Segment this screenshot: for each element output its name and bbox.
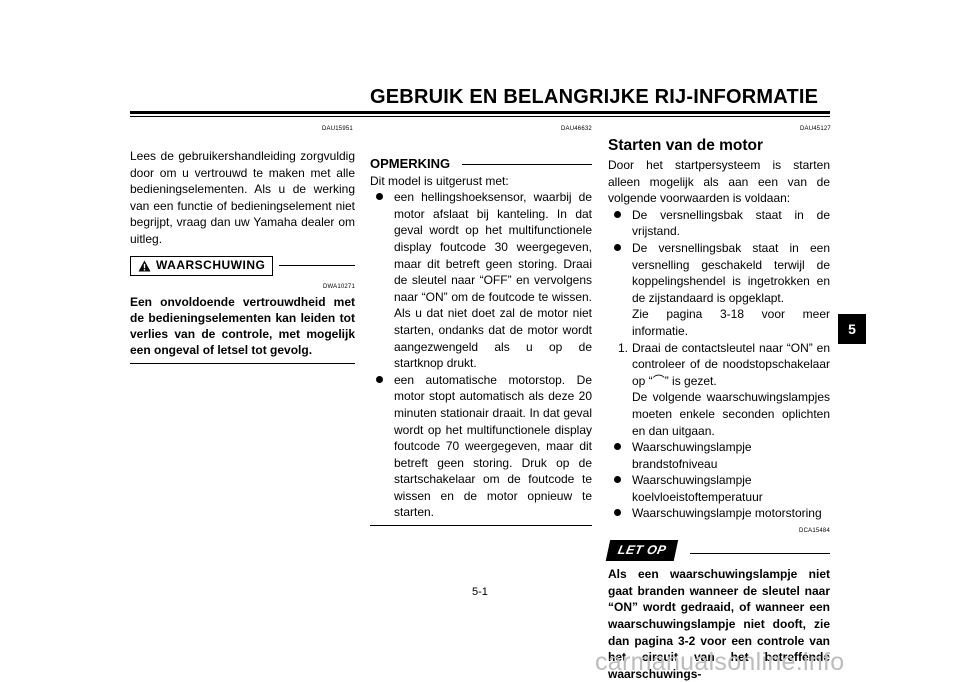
warning-end-rule <box>130 363 355 365</box>
note-header: OPMERKING <box>370 156 592 173</box>
section-code: DAU45127 <box>800 126 831 132</box>
list-item: een hellingshoeksensor, waarbij de motor… <box>370 189 592 372</box>
step-number: 1. <box>618 340 629 355</box>
list-item: een automatische motorstop. De motor sto… <box>370 372 592 521</box>
condition-list: De versnellingsbak staat in de vrijstand… <box>608 207 830 340</box>
warning-header: WAARSCHUWING <box>130 255 355 276</box>
list-item-text: De versnellingsbak staat in een versnell… <box>632 240 830 305</box>
list-item: Waarschuwingslampje brandstofniveau <box>608 439 830 472</box>
right-column: Starten van de motor Door het startpersy… <box>605 136 830 682</box>
left-column: Lees de gebruikershandleiding zorgvuldig… <box>130 148 355 365</box>
warning-line <box>279 265 355 267</box>
section-title: Starten van de motor <box>608 137 764 154</box>
list-item: Waarschuwingslampje koelvloeistoftempera… <box>608 472 830 505</box>
list-item-note: Zie pagina 3-18 voor meer informatie. <box>632 307 830 338</box>
engine-stop-symbol-icon: ⌒ <box>652 373 665 388</box>
warning-triangle-icon <box>138 260 151 272</box>
step-text-end: ” is gezet. <box>664 373 717 388</box>
start-intro: Door het startpersysteem is starten alle… <box>608 158 830 206</box>
step-list: 1. Draai de contactsleutel naar “ON” en … <box>608 340 830 440</box>
header-rule <box>130 111 830 114</box>
warning-badge: WAARSCHUWING <box>130 255 274 276</box>
list-item: De versnellingsbak staat in de vrijstand… <box>608 207 830 240</box>
section-code: DAU46632 <box>561 126 592 132</box>
warning-label: WAARSCHUWING <box>156 258 266 273</box>
chapter-tab: 5 <box>838 314 866 344</box>
step-detail: De volgende waarschuwingslampjes moeten … <box>632 390 830 438</box>
caution-text: Als een waarschuwingslampje niet gaat br… <box>608 567 830 681</box>
caution-line <box>690 553 830 555</box>
note-line <box>462 163 592 165</box>
caution-header: LET OP <box>605 539 830 561</box>
intro-paragraph: Lees de gebruikershandleiding zorgvuldig… <box>130 149 355 246</box>
page-number: 5-1 <box>472 586 488 598</box>
caution-label: LET OP <box>605 539 679 561</box>
section-code: DAU15951 <box>322 126 353 132</box>
warning-text: Een onvoldoende vertrouwdheid met de bed… <box>130 295 355 357</box>
note-intro: Dit model is uitgerust met: <box>370 173 509 188</box>
note-end-rule <box>370 525 592 527</box>
step-text: Draai de contactsleutel naar “ON” en con… <box>632 340 830 388</box>
page-title: GEBRUIK EN BELANGRIJKE RIJ-INFORMATIE <box>370 86 819 108</box>
step-item: 1. Draai de contactsleutel naar “ON” en … <box>608 340 830 440</box>
list-item: Waarschuwingslampje motorstoring <box>608 505 830 522</box>
warning-code: DWA10271 <box>322 283 355 290</box>
watermark: carmanualsonline.info <box>595 648 845 676</box>
lamp-list: Waarschuwingslampje brandstofniveau Waar… <box>608 439 830 522</box>
middle-column: OPMERKING Dit model is uitgerust met: ee… <box>370 156 592 527</box>
note-label: OPMERKING <box>370 156 451 171</box>
list-item: De versnellingsbak staat in een versnell… <box>608 240 830 340</box>
note-list: een hellingshoeksensor, waarbij de motor… <box>370 189 592 521</box>
header-rule-thin <box>130 116 830 117</box>
caution-code: DCA15484 <box>799 528 830 535</box>
